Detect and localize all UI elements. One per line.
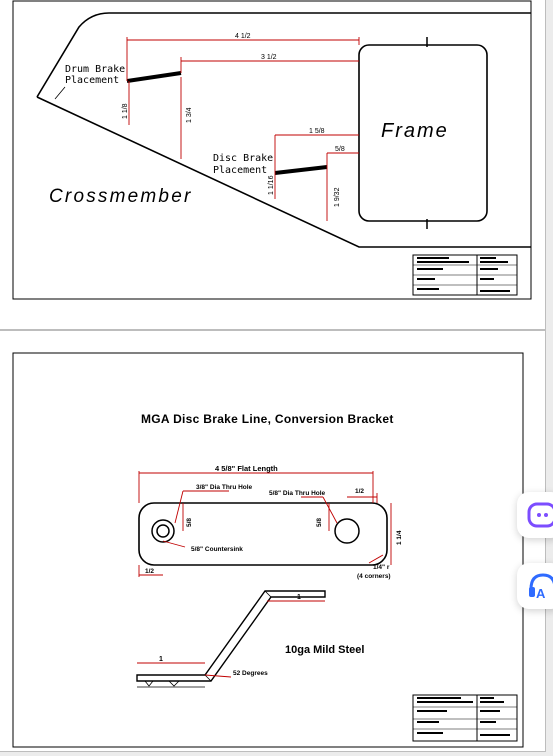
dim-disc-span: 1 5/8 [309,128,325,135]
hole-left-inner [156,524,170,538]
drum-label-line2: Placement [65,75,119,86]
title-block-2 [412,694,518,742]
frame-label: Frame [381,120,449,142]
bracket-side-profile [136,590,326,682]
dim-offset-left: 1/2 [145,568,154,575]
dim-flat-length: 4 5/8" Flat Length [215,464,278,473]
chat-assistant-button[interactable] [517,492,553,538]
dim-drum-span: 3 1/2 [261,54,277,61]
hole-left-outer [151,519,175,543]
drawing-1-canvas: Frame Drum Brake Placement Disc Brake Pl… [12,0,532,300]
dim-top-width: 4 1/2 [235,33,251,40]
drum-brake-line [126,71,182,83]
dim-disc-right-height: 1 9/32 [334,187,341,207]
dim-left-height: 1 1/8 [122,103,129,119]
dim-height-right: 5/8 [316,518,323,527]
material-label: 10ga Mild Steel [285,644,364,656]
drawing-2-canvas: MGA Disc Brake Line, Conversion Bracket [12,352,524,748]
bracket-plan-outline [138,502,388,566]
drawing-title: MGA Disc Brake Line, Conversion Bracket [141,412,394,426]
dimension-lines-2 [138,471,392,577]
dim-corner-radius: 1/4" r [373,564,390,571]
dim-hole-right: 5/8" Dia Thru Hole [269,490,326,497]
dim-small-span: 5/8 [335,146,345,153]
assistant-letter: A [536,586,546,601]
sheet-border [12,0,532,300]
disc-label-line1: Disc Brake [213,153,273,164]
drum-label-line1: Drum Brake [65,64,125,75]
dim-hole-left: 3/8" Dia Thru Hole [196,484,253,491]
crossmember-label: Crossmember [49,186,193,207]
dim-side-bottom: 1 [159,656,163,663]
translate-assistant-button[interactable]: A [517,563,553,609]
headset-translate-icon: A [529,573,553,601]
dim-overall-height: 1 1/4 [396,530,403,545]
dim-height-left: 5/8 [186,518,193,527]
dim-corners: (4 corners) [357,573,391,580]
disc-label-line2: Placement [213,165,267,176]
dim-disc-left-height: 1 1/16 [268,175,275,195]
frame-outline [358,44,488,222]
dimension-lines-3 [137,600,325,678]
dimension-lines [126,37,360,221]
dim-offset-right: 1/2 [355,488,364,495]
crossmember-top-edge [36,12,531,98]
hole-right [334,518,360,544]
drawing-sheet-2: MGA Disc Brake Line, Conversion Bracket [0,330,546,752]
dim-angle: 52 Degrees [233,670,268,677]
drawing-sheet-1: Frame Drum Brake Placement Disc Brake Pl… [0,0,546,330]
dim-countersink: 5/8" Countersink [191,546,243,553]
title-block-1 [412,254,518,296]
dim-drum-height: 1 3/4 [186,107,193,123]
chat-bubble-icon [527,502,553,528]
disc-brake-line [274,165,328,175]
crossmember-bottom-edge [36,96,531,248]
dim-side-top: 1 [297,594,301,601]
